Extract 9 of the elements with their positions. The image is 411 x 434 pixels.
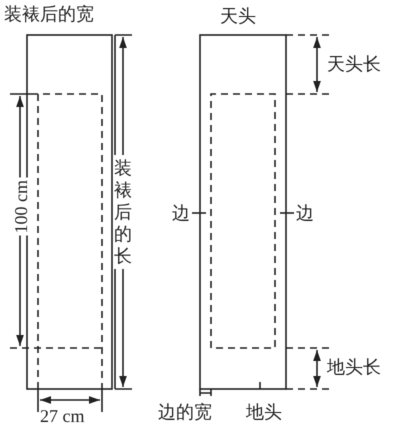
dimension-label: 地头长 <box>327 357 381 377</box>
part-label: 边 <box>296 203 314 223</box>
dimension-label: 装裱后的长 <box>114 155 132 269</box>
part-label: 边的宽 <box>158 402 212 422</box>
dimension-label: 装裱后的宽 <box>4 4 94 24</box>
dimension-label: 天头长 <box>327 54 381 74</box>
part-label: 边 <box>172 203 190 223</box>
part-label: 天头 <box>220 6 256 26</box>
part-label: 地头 <box>246 402 282 422</box>
